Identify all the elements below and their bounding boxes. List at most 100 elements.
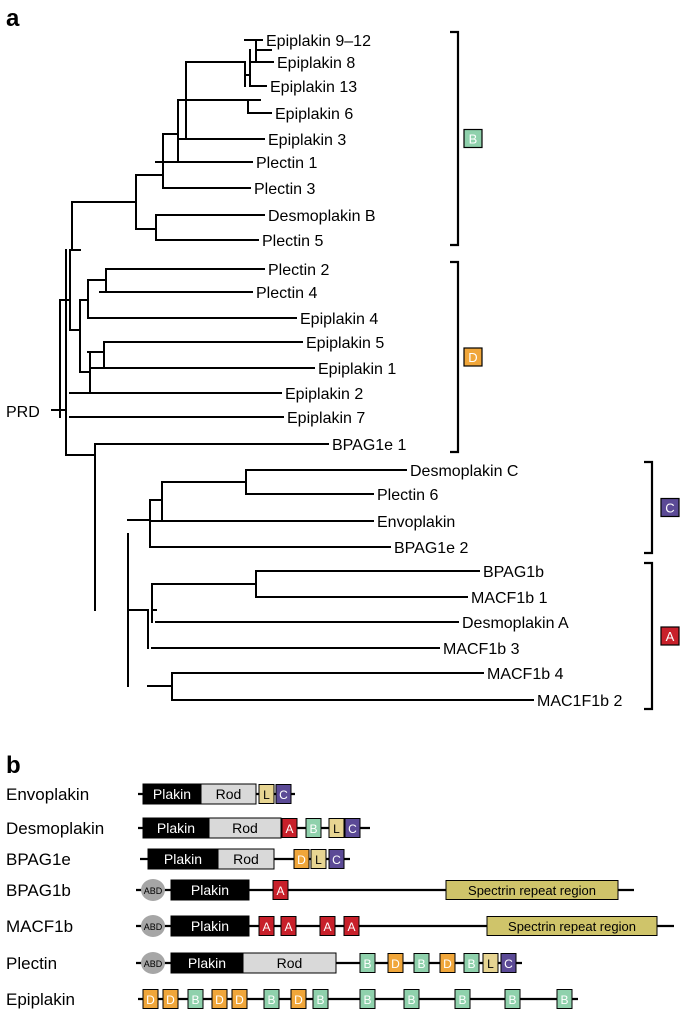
epiplakin-repeat-b-10-label: B (407, 993, 415, 1007)
protein-label-macf1b: MACF1b (6, 917, 73, 936)
desmoplakin-repeat-l (328, 818, 345, 838)
envoplakin-repeat-l (258, 784, 275, 804)
plectin-repeat-c-label: C (504, 957, 513, 971)
desmoplakin-repeat-b (305, 818, 322, 838)
epiplakin-repeat-b-12 (504, 989, 521, 1009)
protein-label-envoplakin: Envoplakin (6, 785, 89, 804)
plectin-repeat-b-3-label: B (467, 957, 475, 971)
leaf-label-plectin-5: Plectin 5 (262, 233, 323, 250)
macf1b-plakin-domain-label: Plakin (191, 918, 229, 934)
bpag1b-repeat-a-label: A (276, 884, 284, 898)
bpag1b-spectrin-region (445, 880, 619, 900)
desmoplakin-repeat-a-label: A (285, 822, 293, 836)
plectin-rod-domain (242, 952, 337, 974)
bpag1b-abd-domain (141, 879, 165, 901)
epiplakin-repeat-d-1-label: D (146, 993, 155, 1007)
leaf-label-epiplakin-3: Epiplakin 3 (268, 132, 346, 149)
desmoplakin-repeat-c-label: C (348, 822, 357, 836)
bpag1e-repeat-d-label: D (297, 853, 306, 867)
bpag1b-abd-domain-label: ABD (144, 886, 163, 896)
plectin-repeat-c (500, 953, 517, 973)
clade-bracket-d (450, 260, 460, 454)
epiplakin-repeat-b-13-label: B (560, 993, 568, 1007)
bpag1e-repeat-l (310, 849, 327, 869)
epiplakin-repeat-b-8 (312, 989, 329, 1009)
clade-bracket-a (644, 561, 654, 711)
leaf-label-macf1b-3: MACF1b 3 (443, 641, 520, 658)
domain-architecture-diagram: EnvoplakinDesmoplakinBPAG1eBPAG1bMACF1bP… (6, 783, 674, 1009)
leaf-label-bpag1e-1: BPAG1e 1 (332, 437, 407, 454)
epiplakin-repeat-b-12-label: B (508, 993, 516, 1007)
epiplakin-repeat-d-2-label: D (166, 993, 175, 1007)
macf1b-abd-domain (141, 915, 165, 937)
envoplakin-repeat-c (275, 784, 292, 804)
bpag1b-repeat-a (272, 880, 289, 900)
plectin-repeat-d-1-label: D (391, 957, 400, 971)
macf1b-abd-domain-label: ABD (144, 922, 163, 932)
protein-label-bpag1b: BPAG1b (6, 881, 71, 900)
panel-b-label: b (6, 752, 21, 779)
leaf-label-epiplakin-4: Epiplakin 4 (300, 311, 378, 328)
desmoplakin-plakin-domain-label: Plakin (157, 820, 195, 836)
macf1b-repeat-a-4-label: A (347, 920, 355, 934)
epiplakin-repeat-b-11 (454, 989, 471, 1009)
envoplakin-repeat-l-label: L (263, 788, 270, 802)
bpag1e-repeat-d (293, 849, 310, 869)
leaf-label-epiplakin-7: Epiplakin 7 (287, 410, 365, 427)
epiplakin-repeat-b-3-label: B (191, 993, 199, 1007)
epiplakin-repeat-d-2 (162, 989, 179, 1009)
plectin-repeat-b-2-label: B (417, 957, 425, 971)
desmoplakin-rod-domain (208, 817, 282, 839)
leaf-label-epiplakin-6: Epiplakin 6 (275, 106, 353, 123)
leaf-label-plectin-1: Plectin 1 (256, 155, 317, 172)
bpag1b-spectrin-region-label: Spectrin repeat region (468, 883, 596, 898)
macf1b-plakin-domain (170, 915, 250, 937)
leaf-label-desmoplakin-a: Desmoplakin A (462, 615, 569, 632)
clade-badge-b (463, 128, 483, 149)
leaf-label-mac1f1b-2: MAC1F1b 2 (537, 693, 622, 710)
plectin-plakin-domain-label: Plakin (188, 955, 226, 971)
epiplakin-repeat-b-9 (359, 989, 376, 1009)
leaf-label-plectin-4: Plectin 4 (256, 285, 317, 302)
plectin-repeat-d-2-label: D (443, 957, 452, 971)
plectin-repeat-l (482, 953, 499, 973)
root-label: PRD (6, 404, 40, 421)
plectin-repeat-b-3 (463, 953, 480, 973)
leaf-label-epiplakin-13: Epiplakin 13 (270, 79, 357, 96)
protein-label-bpag1e: BPAG1e (6, 850, 71, 869)
leaf-label-macf1b-1: MACF1b 1 (471, 590, 548, 607)
leaf-label-epiplakin-2: Epiplakin 2 (285, 386, 363, 403)
clade-badge-d (463, 347, 483, 367)
leaf-label-epiplakin-9-12: Epiplakin 9–12 (266, 33, 371, 50)
panel-a-label: a (6, 5, 20, 32)
plectin-repeat-l-label: L (487, 957, 494, 971)
protein-label-plectin: Plectin (6, 954, 57, 973)
envoplakin-plakin-domain-label: Plakin (153, 786, 191, 802)
leaf-label-desmoplakin-b: Desmoplakin B (268, 208, 376, 225)
clade-bracket-c (644, 460, 654, 555)
desmoplakin-repeat-l-label: L (333, 822, 340, 836)
desmoplakin-repeat-b-label: B (309, 822, 317, 836)
clade-badge-label-a: A (666, 629, 675, 644)
envoplakin-repeat-c-label: C (279, 788, 288, 802)
epiplakin-repeat-d-4 (211, 989, 228, 1009)
desmoplakin-repeat-a (281, 818, 298, 838)
leaf-label-epiplakin-5: Epiplakin 5 (306, 335, 384, 352)
plectin-repeat-b-2 (413, 953, 430, 973)
envoplakin-rod-domain-label: Rod (216, 786, 242, 802)
macf1b-repeat-a-2 (280, 916, 297, 936)
protein-label-desmoplakin: Desmoplakin (6, 819, 104, 838)
bpag1b-plakin-domain-label: Plakin (191, 882, 229, 898)
leaf-label-bpag1b: BPAG1b (483, 564, 544, 581)
leaf-label-desmoplakin-c: Desmoplakin C (410, 463, 518, 480)
epiplakin-repeat-d-1 (142, 989, 159, 1009)
epiplakin-repeat-b-6-label: B (267, 993, 275, 1007)
macf1b-repeat-a-1 (258, 916, 275, 936)
macf1b-spectrin-region (486, 916, 658, 936)
bpag1e-rod-domain (217, 848, 275, 870)
bpag1e-rod-domain-label: Rod (233, 851, 259, 867)
plectin-repeat-b-1 (359, 953, 376, 973)
epiplakin-repeat-b-13 (556, 989, 573, 1009)
